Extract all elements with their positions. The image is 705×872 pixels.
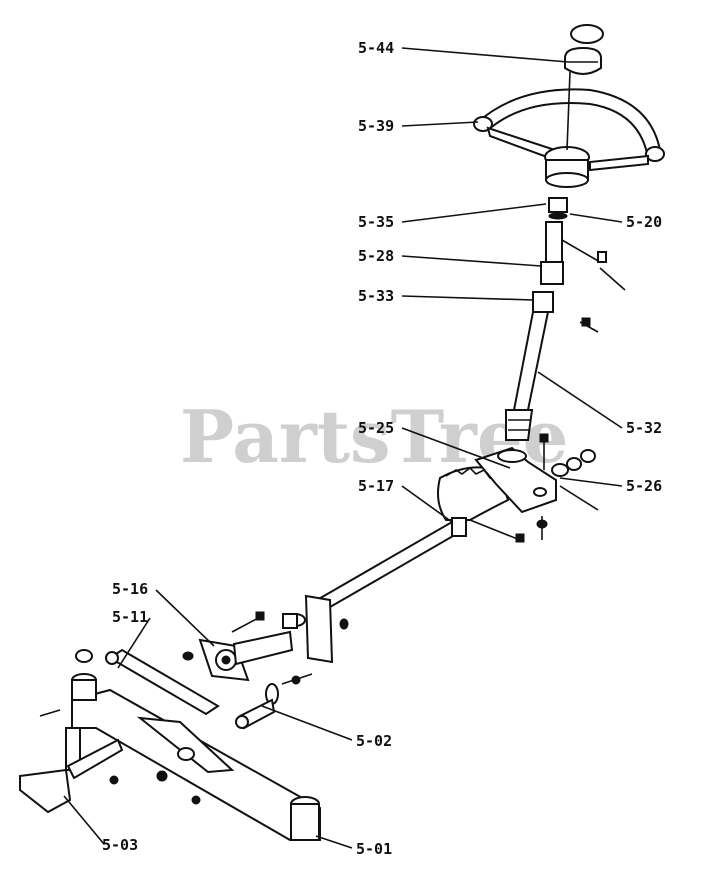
callout-5-28: 5-28 [358, 247, 394, 265]
spindle[interactable] [19, 649, 201, 814]
tie-rod[interactable] [105, 648, 220, 716]
steering-wheel-cap[interactable] [564, 24, 604, 75]
callout-5-02: 5-02 [356, 732, 392, 750]
callout-5-03: 5-03 [102, 836, 138, 854]
callout-5-17: 5-17 [358, 477, 394, 495]
callout-5-25: 5-25 [358, 419, 394, 437]
callout-5-35: 5-35 [358, 213, 394, 231]
set-screw[interactable] [579, 317, 599, 333]
leader-lines [63, 47, 623, 849]
callout-5-32: 5-32 [626, 419, 662, 437]
callout-5-33: 5-33 [358, 287, 394, 305]
callout-5-20: 5-20 [626, 213, 662, 231]
pivot-plate[interactable] [282, 594, 349, 664]
upper-bushing[interactable] [548, 197, 568, 220]
callout-5-16: 5-16 [112, 580, 148, 598]
callout-5-39: 5-39 [358, 117, 394, 135]
steering-wheel[interactable] [473, 71, 665, 188]
steering-shaft[interactable] [505, 311, 550, 441]
upper-shaft[interactable] [532, 221, 626, 313]
sector-gear[interactable] [437, 466, 510, 521]
pivot-bracket[interactable] [182, 611, 294, 682]
callout-5-26: 5-26 [626, 477, 662, 495]
front-axle[interactable] [71, 673, 321, 841]
drag-link[interactable] [308, 517, 525, 616]
callout-5-44: 5-44 [358, 39, 394, 57]
bracket-hardware[interactable] [536, 433, 599, 540]
steering-bracket[interactable] [474, 446, 557, 514]
callout-5-01: 5-01 [356, 840, 392, 858]
callout-5-11: 5-11 [112, 608, 148, 626]
